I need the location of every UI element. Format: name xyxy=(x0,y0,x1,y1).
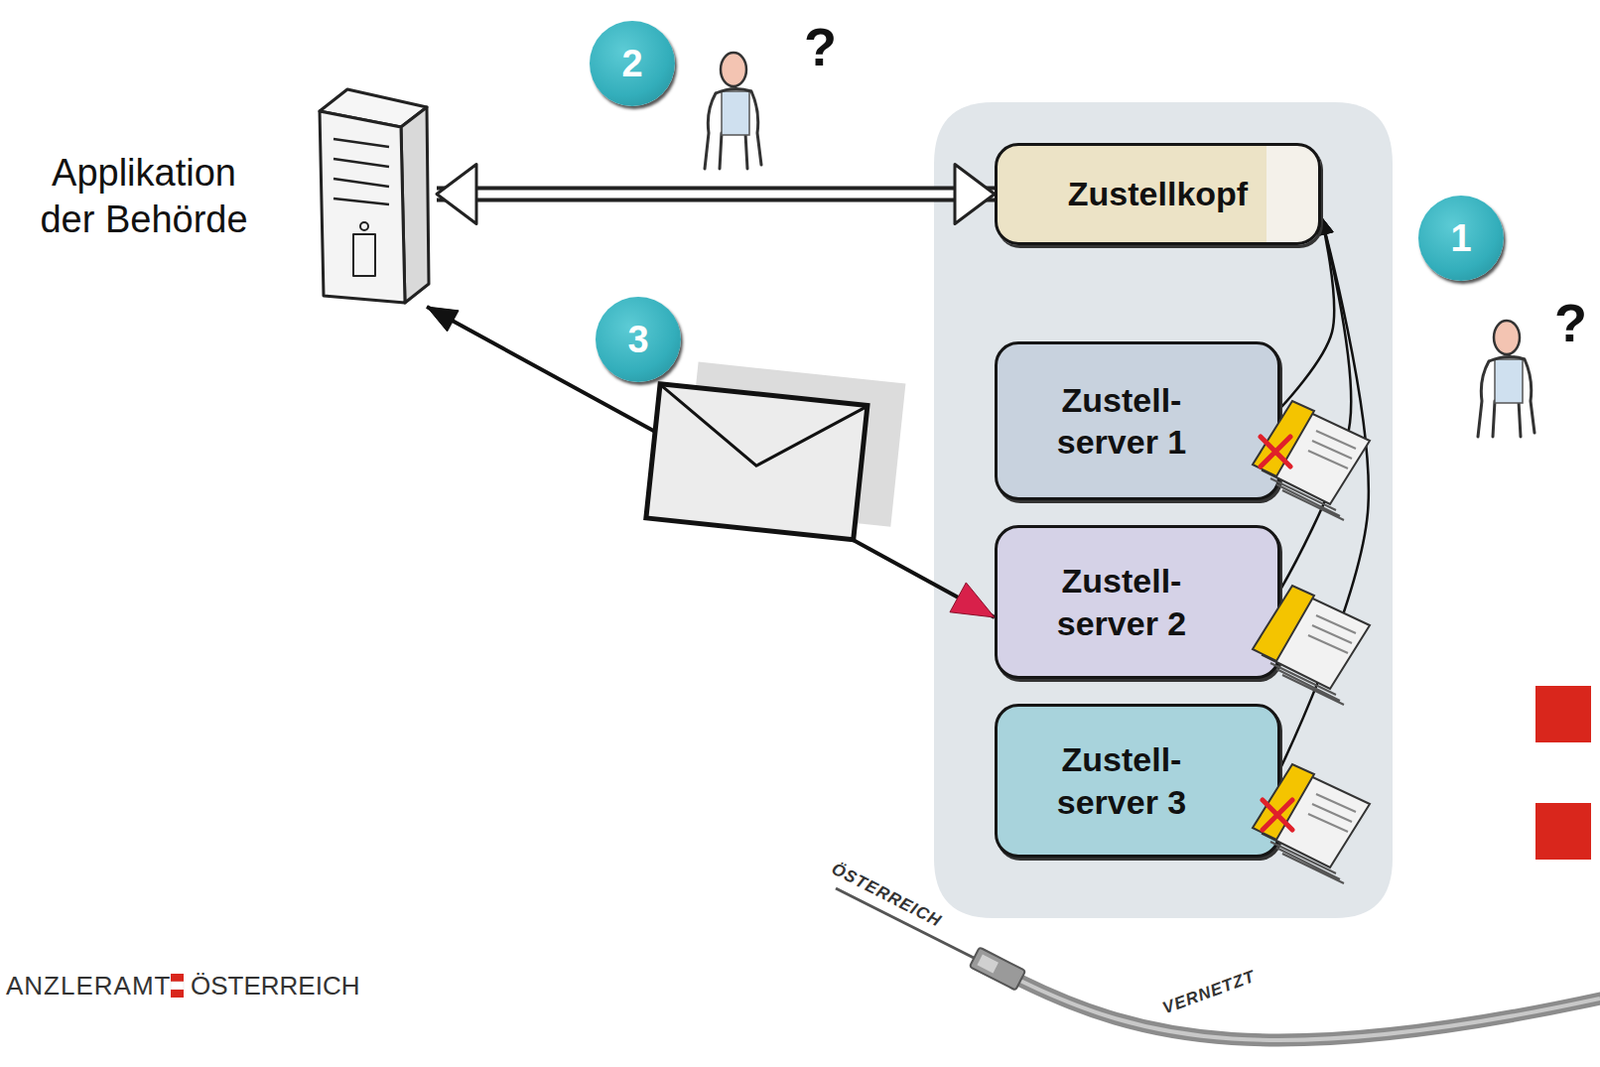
cable-text: VERNETZT xyxy=(1157,965,1261,1020)
status-arrow xyxy=(1280,216,1369,769)
arrow-head xyxy=(954,164,995,225)
person-icon xyxy=(1477,320,1535,437)
application-label: Applikation der Behörde xyxy=(19,149,268,245)
status-arrow xyxy=(1280,216,1351,590)
delivery-arrow xyxy=(426,306,995,618)
question-mark: ? xyxy=(803,15,837,78)
head-box: Zustellkopf xyxy=(994,142,1322,246)
arrow-line xyxy=(1280,216,1351,590)
arrow-head xyxy=(426,306,459,332)
cable-text: VERNETZT xyxy=(1160,966,1258,1018)
logo-text: ÖSTERREICH xyxy=(190,970,360,1001)
box-label: Zustell- server 1 xyxy=(1015,379,1228,464)
callout-number: 1 xyxy=(1450,217,1471,261)
usb-cable xyxy=(835,888,1600,1041)
box-label: Zustellkopf xyxy=(1067,172,1248,216)
logo-text: ANZLERAMT xyxy=(5,970,171,1002)
callout-circle: 1 xyxy=(1418,195,1504,281)
envelope-icon xyxy=(646,358,907,544)
arrow-head xyxy=(949,582,995,618)
question-mark: ? xyxy=(1554,292,1588,353)
question-mark: ? xyxy=(803,16,837,77)
logo-text: ÖSTERREICH xyxy=(190,970,360,1002)
question-mark: ? xyxy=(1554,291,1588,354)
server-box: Zustell- server 3 xyxy=(994,703,1281,858)
status-arrow xyxy=(1280,216,1334,408)
arrow-head xyxy=(436,164,477,225)
arrow-line xyxy=(436,190,995,199)
computer-icon xyxy=(319,89,429,303)
arrow-line xyxy=(426,306,995,618)
server-panel xyxy=(933,102,1393,919)
arrow-line xyxy=(436,186,995,203)
box-label: Zustell- server 2 xyxy=(1015,559,1228,645)
bullet-squares xyxy=(1535,685,1592,860)
arrow-line xyxy=(1280,216,1369,769)
callout-circle: 3 xyxy=(595,296,681,383)
cable-text: ÖSTERREICH xyxy=(825,857,948,934)
callout-circle: 2 xyxy=(589,20,675,107)
person-icon xyxy=(704,52,762,169)
logo-text: ANZLERAMT xyxy=(5,970,171,1001)
callout-number: 2 xyxy=(621,42,643,86)
server-box: Zustell- server 1 xyxy=(994,341,1281,501)
callout-number: 3 xyxy=(627,318,649,362)
logo-flag xyxy=(170,973,184,998)
application-node: Applikation der Behörde xyxy=(19,86,437,307)
query-arrow xyxy=(436,164,995,225)
server-box: Zustell- server 2 xyxy=(994,525,1281,679)
box-label: Zustell- server 3 xyxy=(1015,738,1228,823)
arrow-line xyxy=(1280,216,1334,408)
